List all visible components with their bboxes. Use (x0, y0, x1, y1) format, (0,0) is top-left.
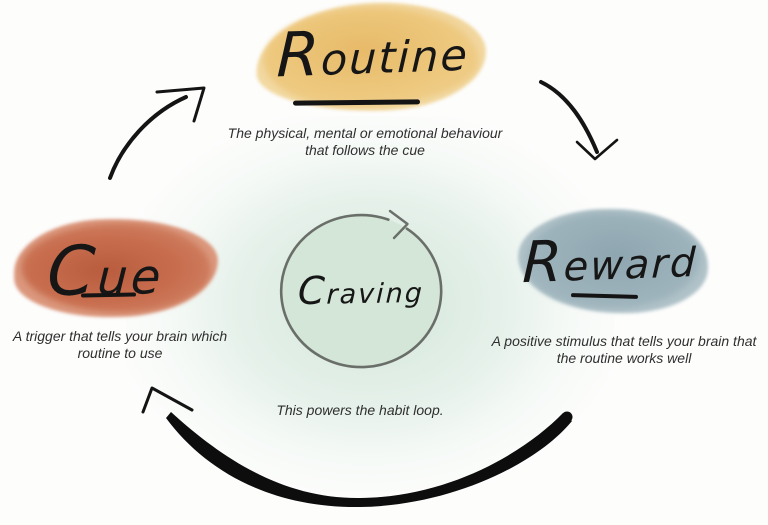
routine-description-line1: The physical, mental or emotional behavi… (227, 125, 503, 141)
reward-description: A positive stimulus that tells your brai… (486, 333, 762, 366)
reward-description-line2: the routine works well (556, 349, 692, 366)
reward-description-line1: A positive stimulus that tells your brai… (491, 333, 757, 349)
cue-description-line1: A trigger that tells your brain which (12, 328, 228, 344)
reward-label: Reward (521, 228, 699, 297)
caption-text: This powers the habit loop. (276, 402, 444, 418)
craving-label: Craving (297, 268, 425, 315)
cue-description: A trigger that tells your brain which ro… (3, 328, 237, 361)
routine-description: The physical, mental or emotional behavi… (212, 125, 518, 158)
cue-description-line2: routine to use (77, 344, 163, 361)
routine-label: Routine (275, 18, 470, 92)
routine-description-line2: that follows the cue (305, 141, 425, 158)
